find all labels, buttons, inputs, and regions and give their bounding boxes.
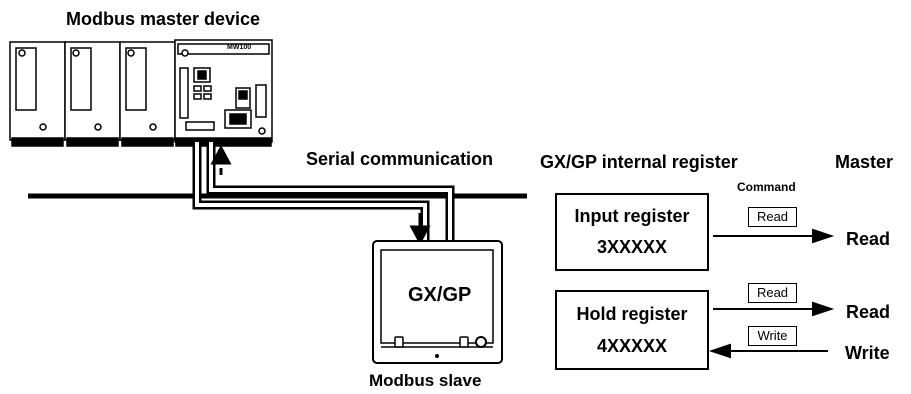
master-input-read: Read	[846, 229, 891, 249]
modbus-slave-label: Modbus slave	[369, 371, 482, 390]
device-model-label: MW100	[227, 44, 252, 51]
hold-write-command: Write	[748, 326, 797, 346]
serial-communication-label: Serial communication	[306, 149, 494, 169]
slave-device	[372, 240, 503, 364]
serial-cable	[192, 142, 455, 240]
module-3	[119, 41, 176, 147]
slave-screen-label: GX/GP	[408, 284, 472, 306]
command-label: Command	[737, 180, 796, 194]
master-label: Master	[835, 152, 894, 172]
input-register-code: 3XXXXX	[596, 237, 668, 257]
master-hold-write: Write	[845, 343, 890, 363]
hold-register-box: Hold register 4XXXXX	[555, 290, 709, 370]
cable-arrows	[210, 144, 431, 246]
hold-read-command: Read	[748, 283, 797, 303]
module-2	[64, 41, 121, 147]
internal-register-label: GX/GP internal register	[540, 152, 738, 172]
master-device-label: Modbus master device	[66, 9, 261, 29]
main-unit	[174, 39, 273, 147]
module-1	[9, 41, 66, 147]
input-read-command: Read	[748, 207, 797, 227]
master-device	[9, 39, 273, 147]
master-hold-read: Read	[846, 302, 891, 322]
hold-register-title: Hold register	[576, 304, 688, 324]
hold-register-code: 4XXXXX	[596, 336, 668, 356]
input-register-title: Input register	[574, 206, 690, 226]
command-arrows	[708, 228, 835, 359]
input-register-box: Input register 3XXXXX	[555, 193, 709, 271]
